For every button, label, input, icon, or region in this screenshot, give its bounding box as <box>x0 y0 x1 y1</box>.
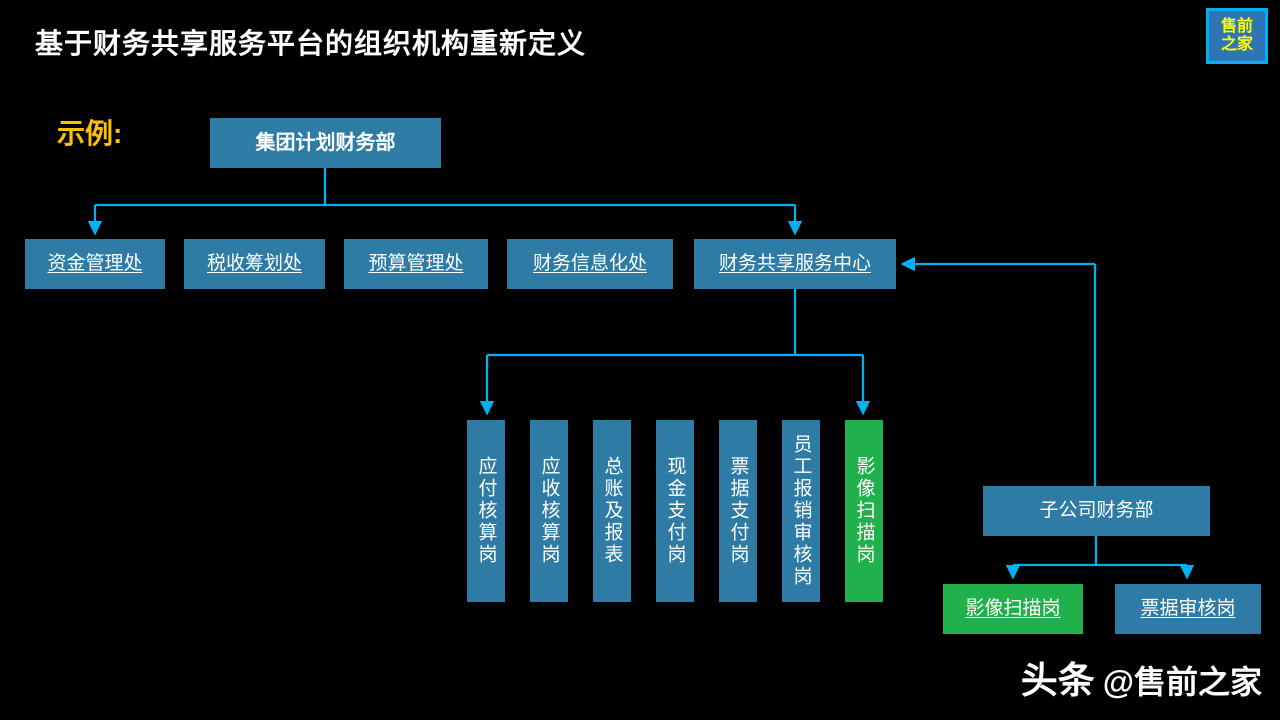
org-box-finance-informatization: 财务信息化处 <box>507 239 673 289</box>
role-cash-payment: 现金支付岗 <box>656 420 694 602</box>
org-box-tax-planning: 税收筹划处 <box>184 239 325 289</box>
role-image-scanning: 影像扫描岗 <box>845 420 883 602</box>
org-box-subsidiary-finance-dept: 子公司财务部 <box>983 486 1210 536</box>
org-box-group-planning-finance-dept: 集团计划财务部 <box>210 118 441 168</box>
role-subsidiary-bill-audit: 票据审核岗 <box>1115 584 1261 634</box>
slide-title: 基于财务共享服务平台的组织机构重新定义 <box>35 28 587 59</box>
watermark: 头条@售前之家 <box>1021 650 1262 704</box>
role-expense-audit: 员工报销审核岗 <box>782 420 820 602</box>
logo-line1: 售前 <box>1220 17 1253 35</box>
role-accounts-payable: 应付核算岗 <box>467 420 505 602</box>
org-box-shared-service-center: 财务共享服务中心 <box>694 239 896 289</box>
role-subsidiary-image-scanning: 影像扫描岗 <box>943 584 1083 634</box>
role-general-ledger-reports: 总账及报表 <box>593 420 631 602</box>
role-bill-payment: 票据支付岗 <box>719 420 757 602</box>
logo-badge: 售前 之家 <box>1206 8 1268 64</box>
example-label: 示例: <box>57 118 123 149</box>
org-box-budget-management: 预算管理处 <box>344 239 488 289</box>
watermark-handle: @售前之家 <box>1102 664 1262 700</box>
org-box-funds-management: 资金管理处 <box>25 239 165 289</box>
watermark-brand: 头条 <box>1020 660 1095 701</box>
role-accounts-receivable: 应收核算岗 <box>530 420 568 602</box>
logo-line2: 之家 <box>1220 36 1253 53</box>
